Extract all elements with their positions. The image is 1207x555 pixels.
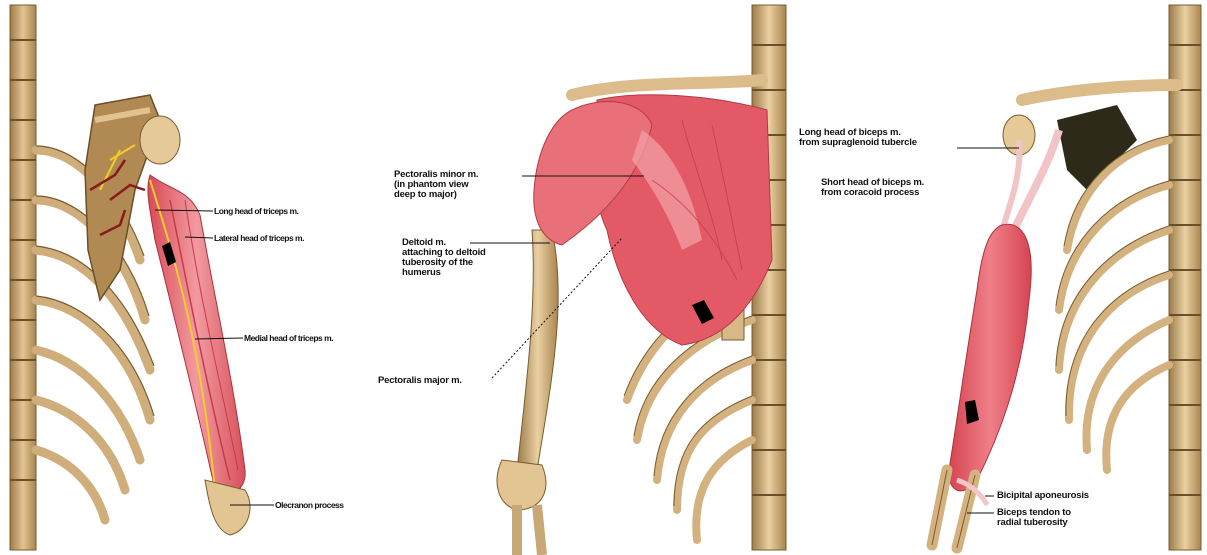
biceps-muscle [949,224,1031,491]
label-deltoid: Deltoid m. attaching to deltoid tuberosi… [402,238,486,278]
label-long-head-biceps: Long head of biceps m. from supraglenoid… [799,128,917,148]
triceps-illustration [0,0,392,555]
humerus [517,230,558,470]
ribs [1059,140,1169,470]
label-medial-head-triceps: Medial head of triceps m. [244,333,333,343]
elbow [497,460,546,510]
deltoid-pectoralis-panel: Pectoralis minor m. (in phantom view dee… [392,0,797,555]
label-short-head-biceps: Short head of biceps m. from coracoid pr… [821,178,924,198]
biceps-illustration [797,0,1207,555]
label-bicipital-aponeurosis: Bicipital aponeurosis [997,491,1089,501]
label-olecranon-process: Olecranon process [275,500,344,510]
label-biceps-tendon: Biceps tendon to radial tuberosity [997,508,1071,528]
label-long-head-triceps: Long head of triceps m. [214,206,298,216]
label-lateral-head-triceps: Lateral head of triceps m. [214,233,304,243]
label-pectoralis-major: Pectoralis major m. [378,376,462,386]
biceps-panel: Long head of biceps m. from supraglenoid… [797,0,1207,555]
spine [10,5,36,550]
olecranon [205,480,250,535]
label-pectoralis-minor: Pectoralis minor m. (in phantom view dee… [394,170,478,200]
triceps-panel: Long head of triceps m. Lateral head of … [0,0,392,555]
